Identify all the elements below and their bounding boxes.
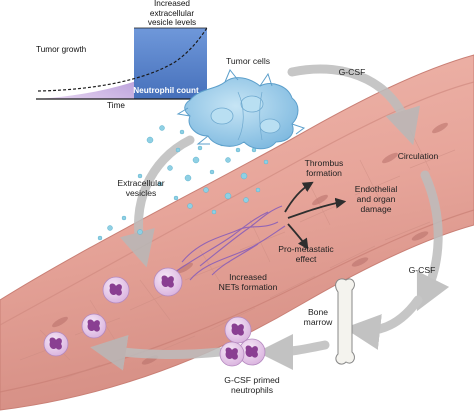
vesicle (173, 195, 179, 201)
neutrophils (43, 267, 266, 367)
tumor-cells-label: Tumor cells (225, 56, 271, 66)
vesicle (159, 125, 165, 131)
time-label: Time (107, 101, 125, 110)
vesicle (137, 173, 143, 179)
circulation-label: Circulation (397, 151, 439, 161)
nets-label: Increased NETs formation (218, 272, 278, 292)
gcsf-right-label: G-CSF (408, 265, 436, 275)
bone (335, 278, 355, 365)
vesicle (167, 165, 173, 171)
vesicle (211, 209, 217, 215)
bone-marrow-label: Bone marrow (303, 307, 333, 327)
neutrophil (81, 313, 107, 339)
arrow-vesicles-to-vessel (119, 135, 195, 268)
tumor-growth-label: Tumor growth (36, 45, 87, 54)
inset-vesicle-block (134, 28, 207, 99)
arrow-circulation-down (416, 170, 450, 312)
neutrophil (43, 331, 69, 357)
vesicle (203, 187, 209, 193)
arrow-pro-metastatic (287, 223, 309, 250)
tumor-nucleus (240, 95, 264, 113)
neutrophil (224, 316, 252, 344)
extracellular-vesicles-label: Extracellular vesicles (117, 178, 165, 198)
vesicle (225, 157, 231, 163)
arrow-marrow-to-neutrophils (257, 333, 330, 370)
vesicle (121, 215, 127, 221)
tumor-nucleus (259, 118, 281, 134)
effect-arrows (284, 181, 347, 250)
endothelial-label: Endothelial and organ damage (354, 184, 398, 214)
neutrophil-count-label: Neutrophil count (133, 86, 199, 95)
vesicle (263, 159, 269, 165)
vesicle (157, 181, 163, 187)
vesicle (137, 229, 143, 235)
vesicle (224, 192, 232, 200)
thrombus-label: Thrombus formation (304, 158, 344, 178)
vesicle (175, 147, 181, 153)
vesicle (192, 156, 200, 164)
vesicle (187, 203, 193, 209)
primed-neutrophils-label: G-CSF primed neutrophils (224, 375, 280, 395)
vesicles (97, 125, 269, 241)
pro-metastatic-label: Pro-metastatic effect (278, 244, 334, 264)
inset-tumor-curve (37, 27, 208, 92)
neutrophil (153, 267, 183, 297)
nets-fibers (174, 205, 286, 281)
vesicle (240, 172, 248, 180)
inset-title: Increased extracellular vesicle levels (147, 0, 197, 28)
arrow-gcsf-to-circulation (287, 64, 421, 146)
cycle-arrows (90, 64, 450, 371)
vesicle (107, 225, 113, 231)
vesicle (243, 197, 249, 203)
vesicle (146, 136, 154, 144)
vesicle (179, 129, 185, 135)
arrow-gcsf-to-marrow (344, 295, 423, 350)
tumor-cells (176, 69, 306, 150)
neutrophil (219, 341, 245, 367)
vesicle (184, 174, 192, 182)
vesicle (97, 235, 103, 241)
vesicle (255, 187, 261, 193)
tumor-nucleus (210, 107, 234, 125)
neutrophil (102, 276, 130, 304)
vesicle (209, 169, 215, 175)
gcsf-top-label: G-CSF (338, 67, 366, 77)
vesicle (197, 145, 203, 151)
vesicle (235, 147, 241, 153)
arrow-thrombus (284, 181, 314, 213)
arrow-neutrophils-to-vessel (90, 334, 225, 371)
arrow-endothelial (287, 197, 347, 219)
inset-chart (36, 27, 208, 100)
